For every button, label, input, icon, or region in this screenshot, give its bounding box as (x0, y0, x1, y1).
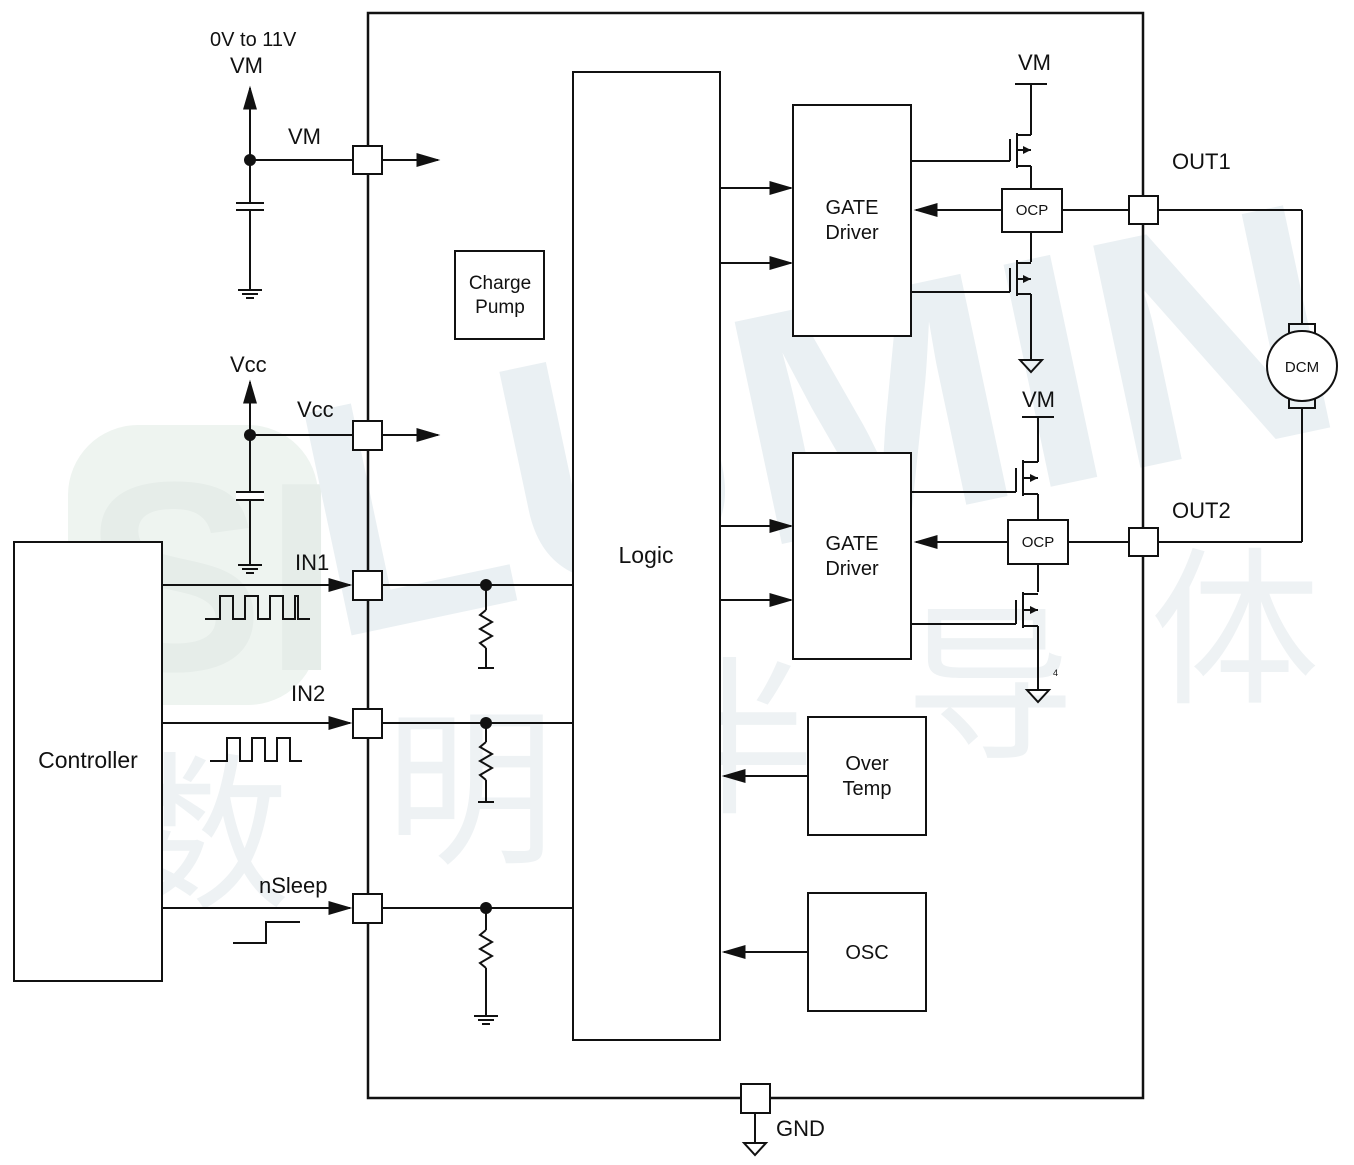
osc-block (807, 892, 927, 1012)
ocp-2-block (1007, 519, 1069, 565)
over-temp-block (807, 716, 927, 836)
watermark-char-2: 明 (385, 693, 555, 891)
vm-top-label: VM (1018, 50, 1051, 75)
gate-driver-1-block (792, 104, 912, 337)
in1-pwm-waveform (205, 595, 310, 620)
dc-motor (1266, 330, 1338, 402)
in1-junction-dot (480, 579, 492, 591)
charge-pump-block (454, 250, 545, 340)
logic-label: Logic (619, 542, 674, 568)
vcc-supply-network (236, 379, 441, 574)
vm-junction-dot (244, 154, 256, 166)
ocp-1-label: OCP (1016, 202, 1049, 219)
osc-label: OSC (845, 942, 888, 964)
vm-pin-label: VM (288, 124, 321, 149)
ocp-1-block (1001, 188, 1063, 233)
in2-pwm-waveform (210, 737, 302, 762)
vm-supply-label: VM (230, 53, 263, 78)
dc-motor-label: DCM (1285, 359, 1319, 376)
charge-pump-label-line2: Pump (475, 297, 525, 318)
vm-supply-network (236, 85, 441, 299)
out1-pin (1128, 195, 1159, 225)
gate-driver-2-label-line2: Driver (825, 558, 879, 580)
vm-mid-label: VM (1022, 387, 1055, 412)
fet-2h-arrow (1030, 474, 1038, 482)
vcc-junction-dot (244, 429, 256, 441)
ocp-2-label: OCP (1022, 534, 1055, 551)
vcc-cap-gap (236, 493, 264, 499)
vm-range-label: 0V to 11V (210, 29, 297, 51)
over-temp-label-line2: Temp (843, 778, 892, 800)
fet-2l-arrow (1030, 606, 1038, 614)
charge-pump-label-line1: Charge (469, 273, 531, 294)
in1-label: IN1 (295, 550, 329, 575)
motor-wiring (1158, 209, 1316, 543)
over-temp-label-line1: Over (845, 753, 889, 775)
logic-block (572, 71, 721, 1041)
gnd-pin (740, 1083, 771, 1114)
controller-block (13, 541, 163, 982)
nsleep-label: nSleep (259, 873, 328, 898)
out2-label: OUT2 (1172, 498, 1231, 523)
out1-label: OUT1 (1172, 149, 1231, 174)
fet-1h-arrow (1023, 146, 1031, 154)
in2-label: IN2 (291, 681, 325, 706)
input-lines (162, 578, 573, 915)
in1-pin (352, 570, 383, 601)
gate-driver-2-block (792, 452, 912, 660)
fet-1l-arrow (1023, 275, 1031, 283)
vm-cap-gap (236, 204, 264, 209)
gate-driver-1-label-line1: GATE (826, 197, 879, 219)
logic-to-driver-arrows (720, 181, 808, 959)
gnd-network (741, 1113, 769, 1157)
controller-label: Controller (38, 747, 138, 773)
vcc-pin (352, 420, 383, 451)
nsleep-junction-dot (480, 902, 492, 914)
gate-driver-2-label-line1: GATE (826, 533, 879, 555)
vcc-supply-label: Vcc (230, 352, 267, 377)
vcc-pin-label: Vcc (297, 397, 334, 422)
out2-pin (1128, 527, 1159, 557)
gate-driver-1-label-line2: Driver (825, 222, 879, 244)
watermark-char-5: 体 (1150, 533, 1320, 731)
in2-junction-dot (480, 717, 492, 729)
small-mark-label: 4 (1053, 668, 1058, 678)
half-bridge-2 (911, 416, 1129, 704)
gnd-label: GND (776, 1116, 825, 1141)
vm-pin (352, 145, 383, 175)
nsleep-pin (352, 893, 383, 924)
in2-pin (352, 708, 383, 739)
watermark-char-4: 导 (905, 588, 1075, 786)
nsleep-step-waveform (233, 921, 300, 944)
